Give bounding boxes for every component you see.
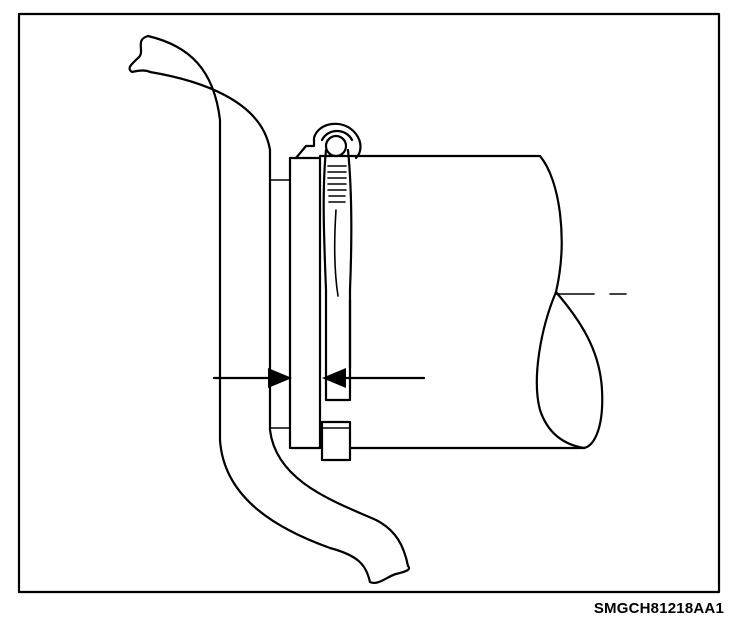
clamp-screw [322,148,353,402]
clamp-screw-housing [294,122,362,160]
clamp-nut [320,420,352,462]
figure-caption: SMGCH81218AA1 [593,600,724,617]
dimension-arrow-right [322,368,426,388]
hose-end-band [269,179,291,429]
hose [128,34,411,584]
pipe [318,154,627,450]
dimension-arrow-left [212,368,292,388]
diagram-frame [17,12,721,594]
clamp-band [288,156,322,450]
